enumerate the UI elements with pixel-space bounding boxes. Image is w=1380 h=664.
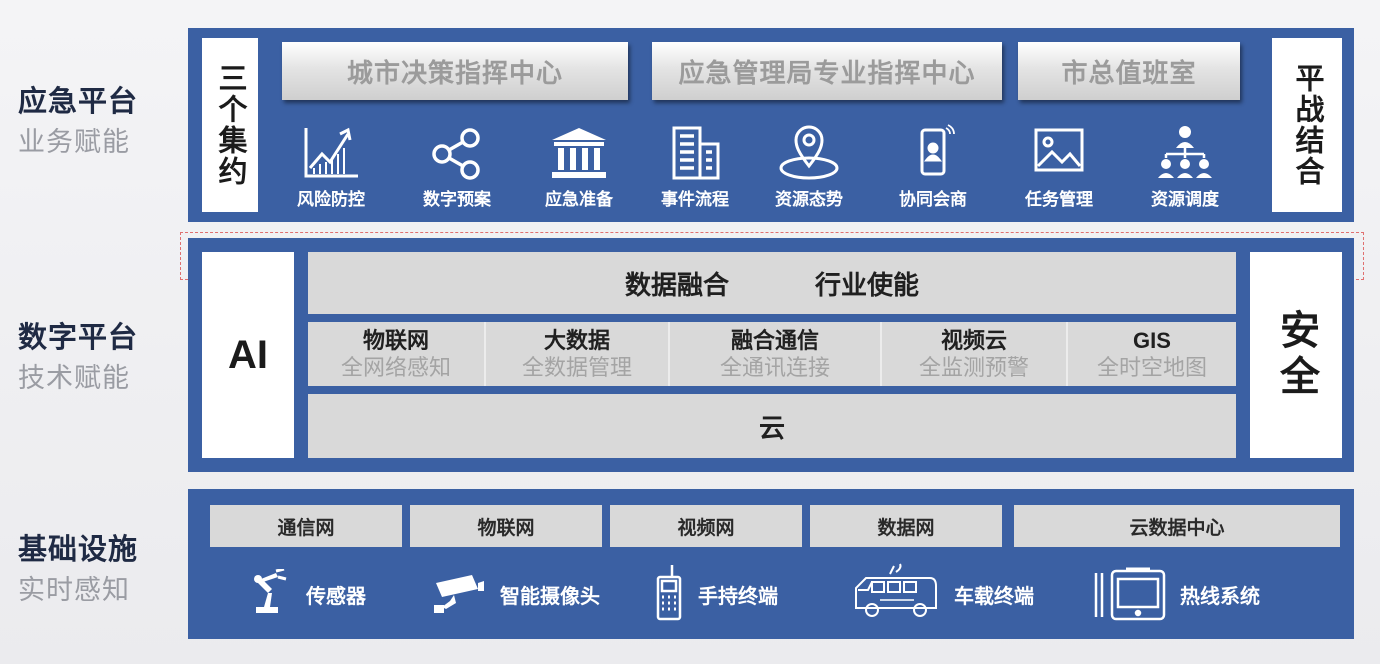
tech-name: 融合通信 bbox=[730, 328, 819, 353]
center-button-city-command[interactable]: 城市决策指挥中心 bbox=[282, 42, 628, 100]
divider bbox=[880, 322, 882, 386]
cloud-bar: 云 bbox=[308, 394, 1236, 458]
function-label: 任务管理 bbox=[1025, 190, 1093, 209]
function-collaboration[interactable]: 协同会商 bbox=[878, 124, 988, 210]
layer-subtitle: 业务赋能 bbox=[18, 127, 130, 157]
data-fusion-bar: 数据融合 行业使能 bbox=[308, 252, 1236, 314]
layer-subtitle: 实时感知 bbox=[18, 575, 130, 605]
layer-subtitle: 技术赋能 bbox=[18, 363, 130, 393]
rising-chart-icon bbox=[276, 124, 386, 182]
layer-label-digital: 数字平台 技术赋能 bbox=[18, 318, 178, 398]
tech-desc: 全数据管理 bbox=[521, 355, 632, 380]
emergency-vehicle-icon bbox=[850, 562, 940, 627]
function-label: 应急准备 bbox=[545, 190, 613, 209]
tech-name: 大数据 bbox=[543, 328, 610, 353]
center-button-emergency-bureau[interactable]: 应急管理局专业指挥中心 bbox=[652, 42, 1002, 100]
layer-title: 数字平台 bbox=[18, 322, 139, 354]
device-label: 传感器 bbox=[306, 585, 366, 608]
left-label-box: 三个集约 bbox=[202, 38, 258, 212]
emergency-platform-panel: 三个集约 平战结合 城市决策指挥中心 应急管理局专业指挥中心 市总值班室 风险防… bbox=[188, 28, 1354, 222]
tech-name: 物联网 bbox=[362, 328, 429, 353]
tech-name: GIS bbox=[1133, 328, 1171, 353]
tech-row: 物联网 全网络感知 大数据 全数据管理 融合通信 全通讯连接 视频云 全监测预警… bbox=[308, 322, 1236, 386]
function-digital-plan[interactable]: 数字预案 bbox=[402, 124, 512, 210]
security-box: 安全 bbox=[1250, 252, 1342, 458]
divider bbox=[484, 322, 486, 386]
picture-icon bbox=[1004, 124, 1114, 182]
network-comm[interactable]: 通信网 bbox=[210, 505, 402, 547]
mobile-phone-icon bbox=[878, 124, 988, 182]
tech-desc: 全通讯连接 bbox=[719, 355, 830, 380]
device-label: 智能摄像头 bbox=[500, 585, 600, 608]
function-emergency-prep[interactable]: 应急准备 bbox=[524, 124, 634, 210]
function-task-management[interactable]: 任务管理 bbox=[1004, 124, 1114, 210]
bank-building-icon bbox=[524, 124, 634, 182]
device-label: 手持终端 bbox=[698, 585, 778, 608]
share-nodes-icon bbox=[402, 124, 512, 182]
device-hotline[interactable]: 热线系统 bbox=[1090, 563, 1260, 625]
tech-iot[interactable]: 物联网 全网络感知 bbox=[308, 322, 484, 386]
network-data[interactable]: 数据网 bbox=[810, 505, 1002, 547]
function-label: 资源调度 bbox=[1151, 190, 1219, 209]
layer-label-emergency: 应急平台 业务赋能 bbox=[18, 82, 178, 162]
device-vehicle[interactable]: 车载终端 bbox=[850, 563, 1034, 625]
network-iot[interactable]: 物联网 bbox=[410, 505, 602, 547]
function-label: 风险防控 bbox=[297, 190, 365, 209]
network-cloud-dc[interactable]: 云数据中心 bbox=[1014, 505, 1340, 547]
function-label: 协同会商 bbox=[899, 190, 967, 209]
layer-label-infra: 基础设施 实时感知 bbox=[18, 530, 178, 610]
divider bbox=[1066, 322, 1068, 386]
device-handheld[interactable]: 手持终端 bbox=[654, 563, 778, 625]
tech-converged-comm[interactable]: 融合通信 全通讯连接 bbox=[670, 322, 880, 386]
office-building-icon bbox=[640, 124, 750, 182]
device-smart-camera[interactable]: 智能摄像头 bbox=[432, 563, 600, 625]
device-label: 车载终端 bbox=[954, 585, 1034, 608]
layer-title: 应急平台 bbox=[18, 86, 139, 118]
device-label: 热线系统 bbox=[1180, 585, 1260, 608]
tech-video-cloud[interactable]: 视频云 全监测预警 bbox=[882, 322, 1066, 386]
industry-enable-label: 行业使能 bbox=[815, 269, 920, 300]
tech-desc: 全时空地图 bbox=[1096, 355, 1207, 380]
digital-platform-panel: AI 安全 数据融合 行业使能 物联网 全网络感知 大数据 全数据管理 融合通信… bbox=[188, 238, 1354, 472]
infrastructure-panel: 通信网 物联网 视频网 数据网 云数据中心 传感器 智能摄像头 bbox=[188, 489, 1354, 639]
tech-desc: 全监测预警 bbox=[918, 355, 1029, 380]
right-label-box: 平战结合 bbox=[1272, 38, 1342, 212]
function-resource-dispatch[interactable]: 资源调度 bbox=[1130, 124, 1240, 210]
robot-arm-icon bbox=[246, 567, 292, 620]
function-label: 资源态势 bbox=[775, 190, 843, 209]
layer-title: 基础设施 bbox=[18, 534, 139, 566]
tech-gis[interactable]: GIS 全时空地图 bbox=[1068, 322, 1236, 386]
tech-bigdata[interactable]: 大数据 全数据管理 bbox=[486, 322, 668, 386]
device-sensor[interactable]: 传感器 bbox=[246, 563, 366, 625]
function-label: 事件流程 bbox=[661, 190, 729, 209]
handheld-radio-icon bbox=[654, 563, 684, 626]
divider bbox=[668, 322, 670, 386]
data-fusion-label: 数据融合 bbox=[624, 269, 729, 300]
location-pin-icon bbox=[754, 124, 864, 182]
cctv-camera-icon bbox=[432, 569, 486, 620]
function-risk-control[interactable]: 风险防控 bbox=[276, 124, 386, 210]
network-video[interactable]: 视频网 bbox=[610, 505, 802, 547]
hotline-terminal-icon bbox=[1090, 563, 1166, 626]
ai-box: AI bbox=[202, 252, 294, 458]
function-label: 数字预案 bbox=[423, 190, 491, 209]
tech-name: 视频云 bbox=[940, 328, 1007, 353]
tech-desc: 全网络感知 bbox=[340, 355, 451, 380]
org-people-icon bbox=[1130, 124, 1240, 182]
function-resource-status[interactable]: 资源态势 bbox=[754, 124, 864, 210]
center-button-duty-room[interactable]: 市总值班室 bbox=[1018, 42, 1240, 100]
function-event-flow[interactable]: 事件流程 bbox=[640, 124, 750, 210]
